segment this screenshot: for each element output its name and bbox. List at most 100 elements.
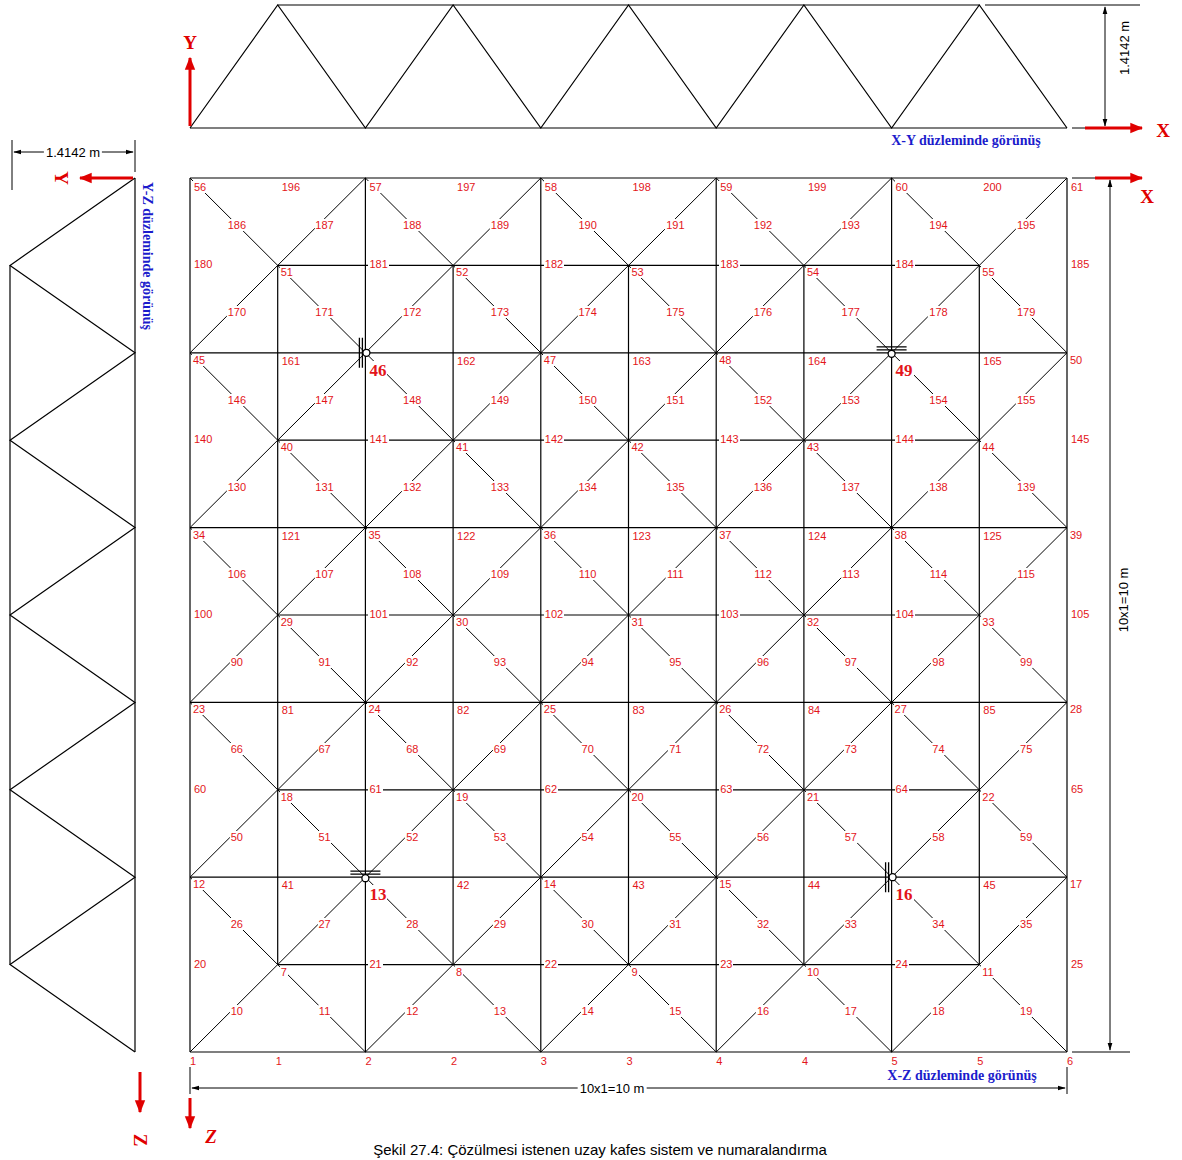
member-number: 109 bbox=[490, 568, 510, 580]
node-number: 32 bbox=[806, 616, 820, 628]
member-number: 174 bbox=[577, 306, 597, 318]
node-number: 15 bbox=[718, 878, 732, 890]
node-number: 9 bbox=[631, 966, 639, 978]
member-number: 164 bbox=[807, 355, 827, 367]
member-number: 135 bbox=[665, 481, 685, 493]
member-number: 193 bbox=[841, 219, 861, 231]
member-number: 113 bbox=[841, 568, 861, 580]
member-number: 187 bbox=[314, 219, 334, 231]
node-number: 52 bbox=[455, 266, 469, 278]
member-number: 179 bbox=[1016, 306, 1036, 318]
node-number: 45 bbox=[192, 354, 206, 366]
member-number: 102 bbox=[544, 608, 564, 620]
member-number: 198 bbox=[632, 181, 652, 193]
node-number: 2 bbox=[364, 1055, 372, 1067]
yz-elevation bbox=[10, 178, 135, 1052]
member-number: 195 bbox=[1016, 219, 1036, 231]
member-number: 24 bbox=[895, 958, 909, 970]
node-number: 5 bbox=[891, 1055, 899, 1067]
member-number: 12 bbox=[405, 1005, 419, 1017]
axis-arrow bbox=[189, 58, 192, 126]
node-number: 37 bbox=[718, 529, 732, 541]
member-number: 94 bbox=[581, 656, 595, 668]
member-number: 68 bbox=[405, 743, 419, 755]
axis-arrow bbox=[1095, 177, 1142, 180]
node-number: 19 bbox=[455, 791, 469, 803]
axis-label: X bbox=[1140, 186, 1154, 208]
member-number: 73 bbox=[844, 743, 858, 755]
node-number: 6 bbox=[1066, 1055, 1074, 1067]
node-number: 39 bbox=[1069, 529, 1083, 541]
node-number: 22 bbox=[981, 791, 995, 803]
member-number: 16 bbox=[756, 1005, 770, 1017]
member-number: 58 bbox=[931, 831, 945, 843]
node-number: 60 bbox=[895, 181, 909, 193]
member-number: 104 bbox=[895, 608, 915, 620]
member-number: 26 bbox=[230, 918, 244, 930]
node-number: 56 bbox=[193, 181, 207, 193]
node-number: 42 bbox=[631, 441, 645, 453]
dimension-label: 10x1=10 m bbox=[1116, 568, 1131, 633]
node-number: 18 bbox=[280, 791, 294, 803]
member-number: 114 bbox=[929, 568, 949, 580]
member-number: 153 bbox=[841, 394, 861, 406]
member-number: 29 bbox=[493, 918, 507, 930]
node-number: 7 bbox=[280, 966, 288, 978]
member-number: 25 bbox=[1070, 958, 1084, 970]
member-number: 142 bbox=[544, 433, 564, 445]
member-number: 185 bbox=[1070, 258, 1090, 270]
node-number: 23 bbox=[192, 703, 206, 715]
member-number: 84 bbox=[807, 704, 821, 716]
member-number: 188 bbox=[402, 219, 422, 231]
member-number: 170 bbox=[227, 306, 247, 318]
member-number: 192 bbox=[753, 219, 773, 231]
member-number: 122 bbox=[456, 530, 476, 542]
member-number: 136 bbox=[753, 481, 773, 493]
node-number: 48 bbox=[718, 354, 732, 366]
member-number: 100 bbox=[193, 608, 213, 620]
node-number: 59 bbox=[719, 181, 733, 193]
member-number: 152 bbox=[753, 394, 773, 406]
member-number: 99 bbox=[1019, 656, 1033, 668]
member-number: 5 bbox=[976, 1055, 984, 1067]
member-number: 96 bbox=[756, 656, 770, 668]
node-number: 54 bbox=[806, 266, 820, 278]
member-number: 72 bbox=[756, 743, 770, 755]
support-node-number: 46 bbox=[368, 361, 387, 381]
member-number: 34 bbox=[931, 918, 945, 930]
member-number: 132 bbox=[402, 481, 422, 493]
node-number: 14 bbox=[543, 878, 557, 890]
member-number: 134 bbox=[577, 481, 597, 493]
member-number: 4 bbox=[801, 1055, 809, 1067]
member-number: 106 bbox=[227, 568, 247, 580]
member-number: 200 bbox=[982, 181, 1002, 193]
web-diagonals bbox=[190, 178, 1067, 1052]
view-title: Y-Z düzleminde görünüş bbox=[139, 182, 155, 330]
member-number: 183 bbox=[719, 258, 739, 270]
member-number: 110 bbox=[578, 568, 598, 580]
member-number: 21 bbox=[368, 958, 382, 970]
node-number: 17 bbox=[1069, 878, 1083, 890]
member-number: 60 bbox=[193, 783, 207, 795]
node-number: 21 bbox=[806, 791, 820, 803]
node-number: 53 bbox=[631, 266, 645, 278]
node-number: 51 bbox=[280, 266, 294, 278]
member-number: 175 bbox=[665, 306, 685, 318]
member-number: 133 bbox=[490, 481, 510, 493]
roller-support bbox=[350, 871, 380, 882]
member-number: 90 bbox=[230, 656, 244, 668]
node-number: 34 bbox=[192, 529, 206, 541]
member-number: 124 bbox=[807, 530, 827, 542]
member-number: 191 bbox=[665, 219, 685, 231]
node-number: 26 bbox=[718, 703, 732, 715]
member-number: 111 bbox=[666, 568, 685, 580]
dimension-label: 10x1=10 m bbox=[578, 1081, 647, 1096]
member-number: 56 bbox=[756, 831, 770, 843]
member-number: 31 bbox=[668, 918, 682, 930]
member-number: 28 bbox=[405, 918, 419, 930]
bottom-chord-grid bbox=[190, 178, 1067, 1052]
member-number: 74 bbox=[931, 743, 945, 755]
member-number: 20 bbox=[193, 958, 207, 970]
axis-arrow bbox=[1085, 127, 1142, 130]
